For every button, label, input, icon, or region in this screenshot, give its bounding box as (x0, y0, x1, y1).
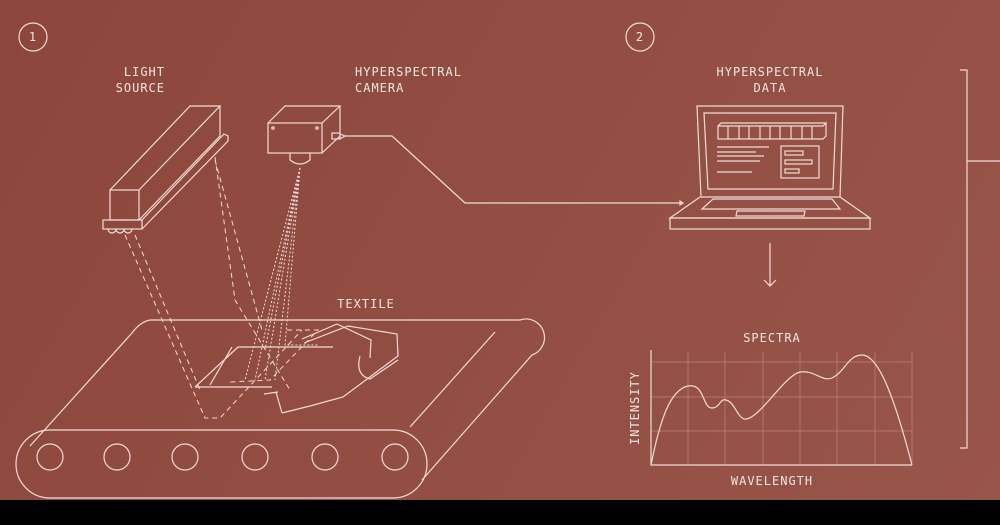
data-cable (345, 135, 683, 204)
chart-grid (651, 352, 913, 465)
light-beams (124, 156, 303, 419)
textile-garment-icon (194, 323, 399, 414)
svg-text:2: 2 (636, 30, 644, 44)
camera-field-of-view (229, 167, 320, 383)
intensity-axis-label: INTENSITY (628, 371, 642, 445)
camera-label-1: HYPERSPECTRAL (355, 65, 462, 79)
light-source-label-1: LIGHT (124, 65, 165, 79)
light-source-icon (102, 105, 229, 234)
bottom-bar (0, 500, 1000, 525)
spectra-label: SPECTRA (743, 331, 801, 345)
spectrum-curve (650, 354, 913, 466)
laptop-icon (668, 105, 872, 230)
step-1-badge: 1 (18, 22, 48, 52)
svg-text:1: 1 (29, 30, 37, 44)
textile-label: TEXTILE (337, 297, 395, 311)
data-label-1: HYPERSPECTRAL (717, 65, 824, 79)
conveyor-belt-icon (15, 318, 546, 499)
bracket (960, 69, 1000, 449)
chart-axes (650, 350, 912, 466)
spectra-chart (650, 350, 913, 466)
step-2-badge: 2 (625, 22, 655, 52)
light-source-label-2: SOURCE (116, 81, 165, 95)
data-label-2: DATA (754, 81, 787, 95)
wavelength-axis-label: WAVELENGTH (731, 474, 813, 488)
down-arrow-icon (763, 243, 777, 287)
hyperspectral-camera-icon (267, 105, 347, 165)
camera-label-2: CAMERA (355, 81, 404, 95)
